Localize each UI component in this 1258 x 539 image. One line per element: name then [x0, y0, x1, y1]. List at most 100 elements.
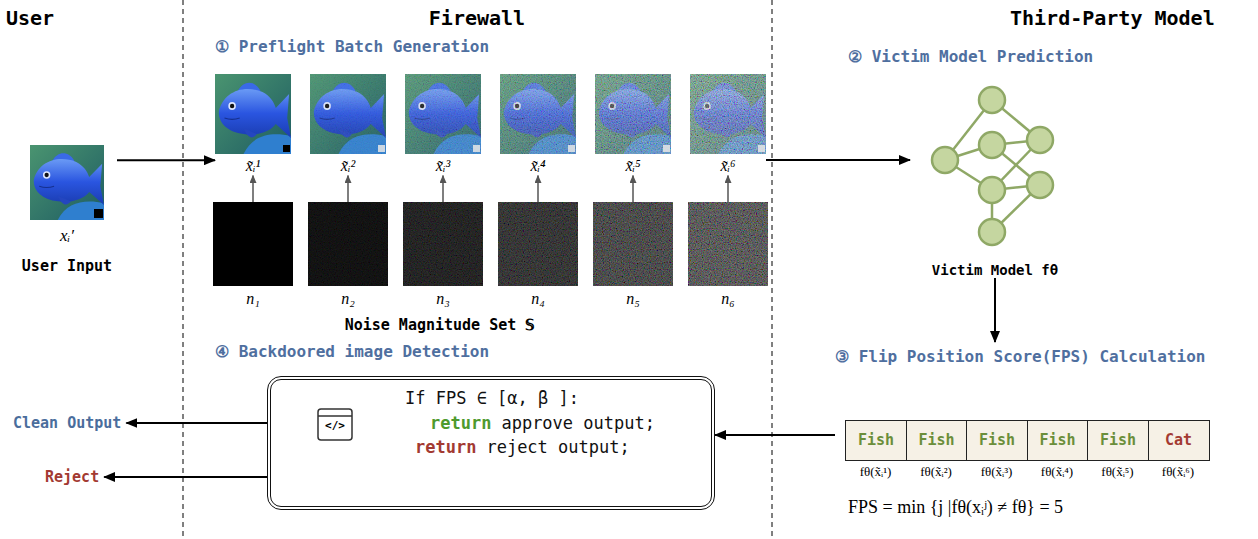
output-text: Clean Output: [13, 414, 121, 432]
noise-arrow: [252, 175, 254, 202]
noise-arrow: [442, 175, 444, 202]
prediction-cell: Fishfθ(x̃ᵢ⁵): [1087, 420, 1149, 461]
step-heading: ② Victim Model Prediction: [848, 47, 1093, 66]
image-area: [593, 202, 673, 286]
user-input-image: xᵢ′ User Input: [17, 145, 117, 275]
code-keyword: return: [430, 413, 491, 433]
noise-arrow: [347, 175, 349, 202]
preflight-image: x̃ᵢ⁵: [595, 74, 671, 175]
math-label: n₂: [308, 290, 388, 308]
prediction-cell: Fishfθ(x̃ᵢ¹): [845, 420, 907, 461]
math-label: xᵢ′: [17, 226, 117, 246]
caption-text: User Input: [17, 258, 117, 275]
cell-caption: fθ(x̃ᵢ⁶): [1162, 465, 1194, 479]
image-area: [308, 202, 388, 286]
code-text: reject output;: [486, 437, 629, 457]
column-divider: [772, 0, 773, 539]
prediction-cell: Fishfθ(x̃ᵢ⁴): [1027, 420, 1089, 461]
noise-square: n₁: [213, 202, 293, 308]
noise-square: n₃: [403, 202, 483, 308]
preflight-image: x̃ᵢ³: [405, 74, 481, 175]
cell-caption: fθ(x̃ᵢ¹): [860, 465, 892, 479]
flow-arrow: [994, 278, 996, 342]
math-label: n₆: [688, 290, 768, 308]
math-label: x̃ᵢ¹: [215, 157, 291, 175]
step-heading: ① Preflight Batch Generation: [215, 37, 489, 56]
class-prediction: Fish: [1088, 421, 1148, 459]
class-prediction: Fish: [967, 421, 1027, 459]
class-prediction: Cat: [1149, 421, 1209, 459]
noise-square: n₅: [593, 202, 673, 308]
noise-square: n₂: [308, 202, 388, 308]
cell-caption: fθ(x̃ᵢ⁵): [1101, 465, 1133, 479]
image-area: [405, 74, 481, 154]
flow-arrow: [104, 476, 267, 478]
image-area: [215, 74, 291, 154]
math-label: n₃: [403, 290, 483, 308]
user-fish-image: [30, 145, 104, 220]
image-area: [213, 202, 293, 286]
set-label: Noise Magnitude Set 𝕊: [345, 316, 536, 334]
model-name: Victim Model fθ: [910, 262, 1080, 278]
preflight-image: x̃ᵢ⁴: [500, 74, 576, 175]
prediction-cell: Catfθ(x̃ᵢ⁶): [1148, 420, 1210, 461]
fps-table: ③ Flip Position Score(FPS) CalculationFi…: [835, 342, 1250, 484]
flow-arrow: [766, 159, 910, 161]
noise-square: n₆: [688, 202, 768, 308]
column-header: Third-Party Model: [1010, 6, 1215, 30]
icon-glyph: </>: [325, 419, 345, 432]
step-heading: ④ Backdoored image Detection: [215, 342, 489, 361]
output-label: Clean Output: [8, 412, 126, 434]
noise-squares: [213, 202, 768, 286]
noise-arrow: [537, 175, 539, 202]
noise-square: n₄: [498, 202, 578, 308]
preflight-image: x̃ᵢ²: [310, 74, 386, 175]
column-header: User: [6, 6, 54, 30]
math-label: n₁: [213, 290, 293, 308]
image-area: [690, 74, 766, 154]
math-label: x̃ᵢ⁵: [595, 157, 671, 175]
fps-formula: FPS = min {j |fθ(xᵢʲ) ≠ fθ} = 5: [848, 497, 1063, 519]
flow-arrow: [117, 159, 215, 161]
output-text: Reject: [45, 468, 99, 486]
image-area: [403, 202, 483, 286]
code-keyword: return: [415, 437, 476, 457]
code-text: approve output;: [501, 413, 655, 433]
flow-arrow: [715, 434, 835, 436]
flow-arrow: [126, 422, 267, 424]
detection-rule-box: If FPS ∈ [α, β ]: return approve output; re…: [267, 376, 715, 510]
noise-arrow: [632, 175, 634, 202]
cell-caption: fθ(x̃ᵢ²): [920, 465, 952, 479]
math-label: n₅: [593, 290, 673, 308]
class-prediction: Fish: [846, 421, 906, 459]
column-header: Firewall: [429, 6, 525, 30]
cell-caption: fθ(x̃ᵢ³): [981, 465, 1013, 479]
math-label: x̃ᵢ²: [310, 157, 386, 175]
step-heading: ③ Flip Position Score(FPS) Calculation: [835, 347, 1250, 366]
batch-fish-images: [215, 74, 766, 154]
image-area: [310, 74, 386, 154]
prediction-cell: Fishfθ(x̃ᵢ³): [966, 420, 1028, 461]
noise-arrow: [727, 175, 729, 202]
class-prediction: Fish: [907, 421, 967, 459]
prediction-cell: Fishfθ(x̃ᵢ²): [906, 420, 968, 461]
image-area: [498, 202, 578, 286]
cell-caption: fθ(x̃ᵢ⁴): [1041, 465, 1073, 479]
code-text: If FPS ∈ [α, β ]:: [405, 388, 579, 408]
network-graph: [932, 87, 1053, 245]
math-label: x̃ᵢ³: [405, 157, 481, 175]
output-label: Reject: [40, 466, 104, 488]
column-divider: [183, 0, 184, 539]
math-label: n₄: [498, 290, 578, 308]
image-area: [688, 202, 768, 286]
math-label: x̃ᵢ⁴: [500, 157, 576, 175]
preflight-image: x̃ᵢ¹: [215, 74, 291, 175]
code-icon: [318, 409, 352, 440]
image-area: [595, 74, 671, 154]
image-area: [17, 145, 117, 220]
image-area: [500, 74, 576, 154]
math-label: x̃ᵢ⁶: [690, 157, 766, 175]
image-area: [910, 80, 1080, 260]
preflight-image: x̃ᵢ⁶: [690, 74, 766, 175]
